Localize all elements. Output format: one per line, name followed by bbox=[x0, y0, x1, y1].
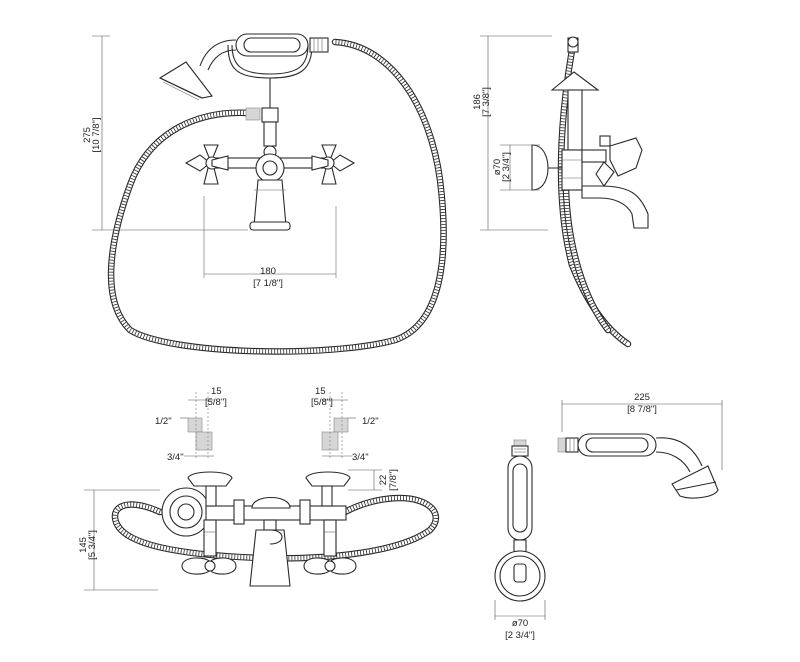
side-view-dimensions: 186 [7 3/8"] ø70 [2 3/4"] bbox=[472, 35, 552, 231]
front-height-in: [10 7/8"] bbox=[91, 117, 102, 152]
handshower-dia-in: [2 3/4"] bbox=[505, 630, 535, 641]
side-height-mm: 186 bbox=[472, 94, 483, 110]
handshower-length-in: [8 7/8"] bbox=[627, 404, 657, 415]
handshower-front-dimensions: ø70 [2 3/4"] bbox=[494, 600, 546, 641]
handshower-side-view: 225 [8 7/8"] bbox=[557, 392, 723, 499]
front-view-dimensions: 275 [10 7/8"] 180 [7 1/8"] bbox=[82, 35, 336, 289]
front-centers-mm: 180 bbox=[260, 266, 276, 277]
top-view-hose bbox=[111, 494, 439, 562]
handshower-length-mm: 225 bbox=[634, 392, 650, 403]
right-inlet-in: [5/8"] bbox=[311, 397, 333, 408]
cup-height-in: [7/8"] bbox=[388, 469, 399, 491]
side-view: 186 [7 3/8"] ø70 [2 3/4"] bbox=[472, 35, 649, 348]
front-view-hose bbox=[107, 38, 447, 355]
front-centers-in: [7 1/8"] bbox=[253, 278, 283, 289]
front-view: 275 [10 7/8"] 180 [7 1/8"] bbox=[82, 33, 447, 355]
handshower-front-view: ø70 [2 3/4"] bbox=[494, 439, 546, 641]
side-dia-in: [2 3/4"] bbox=[501, 152, 512, 182]
left-thread-bottom: 3/4" bbox=[167, 452, 184, 463]
handshower-side-dimensions: 225 [8 7/8"] bbox=[561, 392, 723, 470]
front-view-mixer-body bbox=[184, 107, 356, 278]
cup-height-mm: 22 bbox=[378, 475, 389, 486]
side-view-body bbox=[531, 36, 649, 229]
front-height-mm: 275 bbox=[82, 127, 93, 143]
right-thread-top: 1/2" bbox=[362, 416, 379, 427]
top-view-inlets bbox=[180, 392, 356, 460]
right-inlet-mm: 15 bbox=[315, 386, 326, 397]
top-view: 15 [5/8"] 15 [5/8"] 1/2" 1/2" 3/4" 3/4" … bbox=[78, 386, 439, 591]
top-depth-in: [5 3/4"] bbox=[87, 530, 98, 560]
left-inlet-in: [5/8"] bbox=[205, 397, 227, 408]
front-view-left-handle bbox=[184, 144, 229, 185]
side-view-hose bbox=[557, 46, 632, 348]
top-view-mixer bbox=[161, 471, 357, 587]
side-height-in: [7 3/8"] bbox=[481, 87, 492, 117]
side-dia-mm: ø70 bbox=[492, 159, 503, 175]
front-view-handshower bbox=[158, 33, 329, 110]
right-thread-bottom: 3/4" bbox=[352, 452, 369, 463]
left-inlet-mm: 15 bbox=[211, 386, 222, 397]
handshower-dia-mm: ø70 bbox=[512, 618, 528, 629]
front-view-right-handle bbox=[311, 144, 356, 185]
top-depth-mm: 145 bbox=[78, 537, 89, 553]
top-view-dimensions: 15 [5/8"] 15 [5/8"] 1/2" 1/2" 3/4" 3/4" … bbox=[78, 386, 399, 591]
left-thread-top: 1/2" bbox=[155, 416, 172, 427]
